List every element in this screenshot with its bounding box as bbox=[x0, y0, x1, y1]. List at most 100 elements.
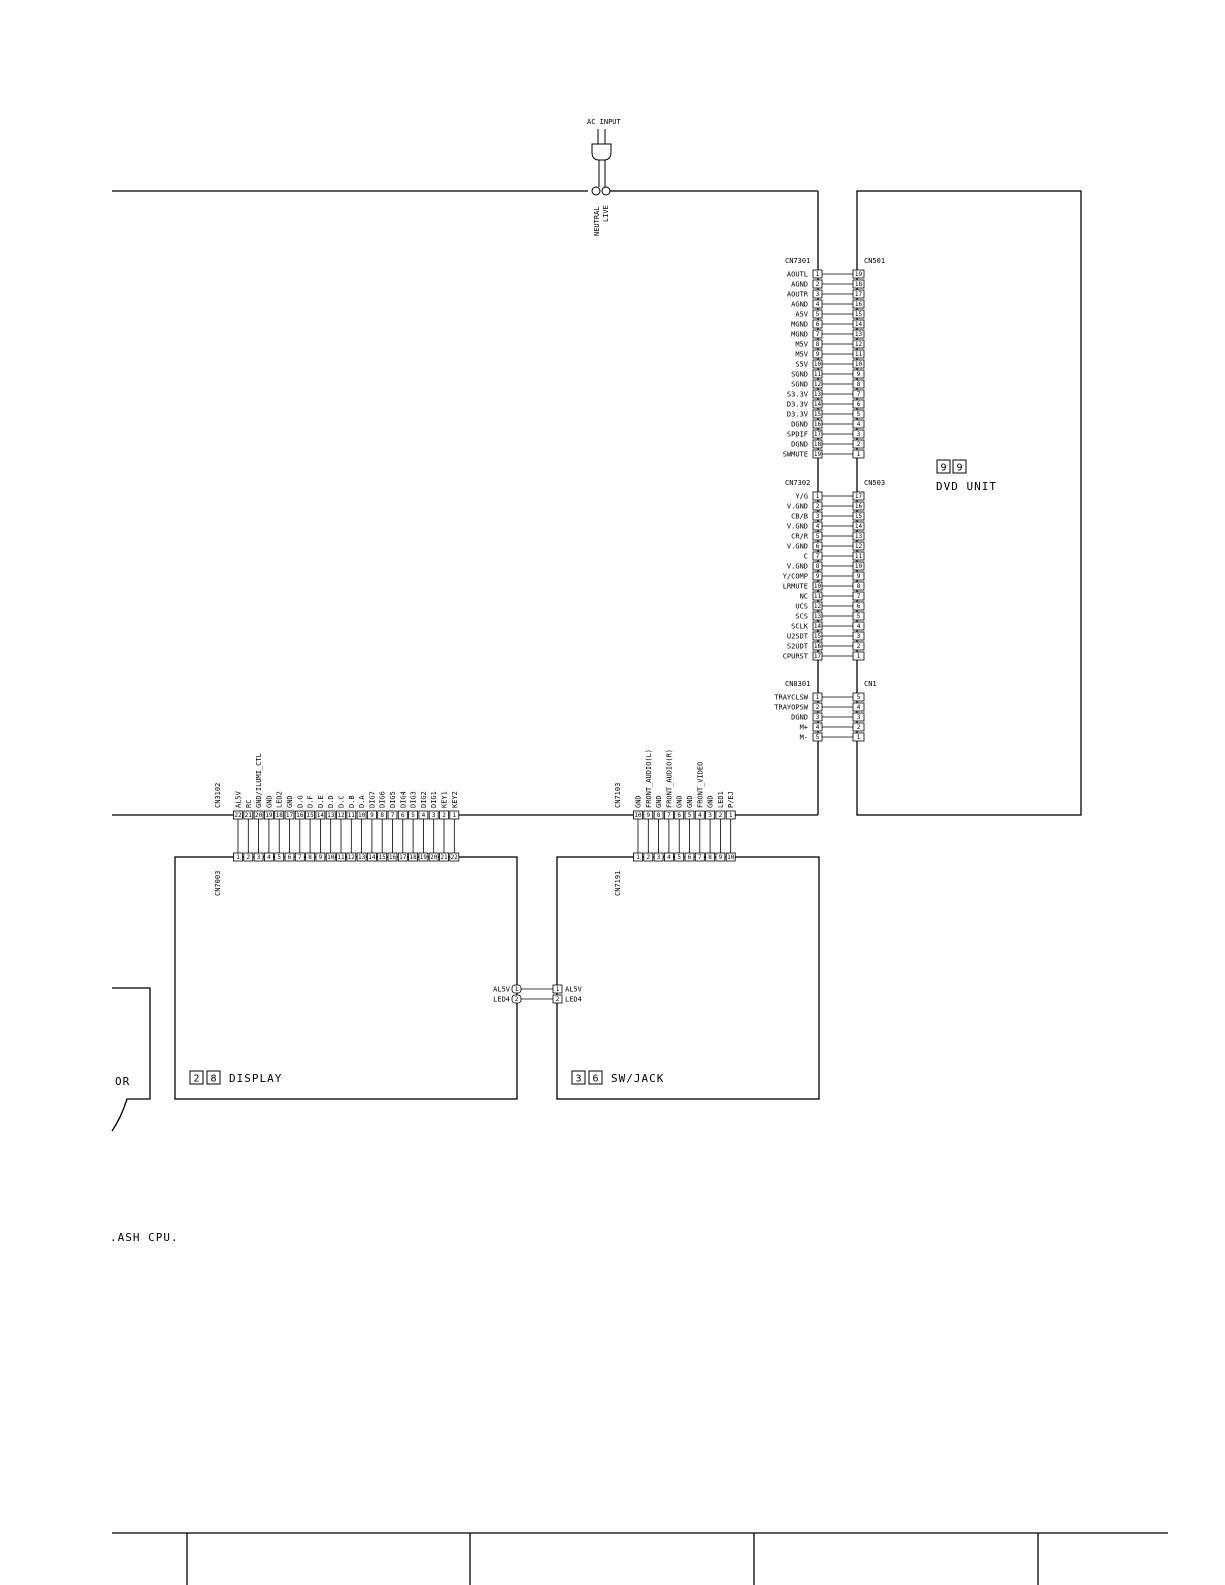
pin-number: 6 bbox=[288, 854, 292, 861]
pin-box bbox=[725, 852, 736, 862]
pin-signal-label: DIG5 bbox=[389, 791, 397, 808]
pin-number: 8 bbox=[657, 812, 661, 819]
cn7003-label: CN7003 bbox=[214, 871, 222, 896]
pin-box bbox=[852, 702, 865, 712]
pin-box bbox=[694, 852, 705, 862]
pin-number: 8 bbox=[816, 563, 820, 570]
pin-number: 9 bbox=[319, 854, 323, 861]
pin-number: 14 bbox=[814, 623, 822, 630]
pin-number: 17 bbox=[855, 291, 863, 298]
pin-number: 18 bbox=[409, 854, 417, 861]
pin-number: 7 bbox=[816, 553, 820, 560]
pin-box bbox=[684, 852, 695, 862]
pin-signal-label: M- bbox=[800, 734, 808, 742]
pin-signal-label: S3.3V bbox=[787, 391, 809, 399]
pin-box bbox=[852, 449, 865, 459]
pin-number: 8 bbox=[857, 583, 861, 590]
pin-number: 6 bbox=[401, 812, 405, 819]
pin-signal-label: DIG4 bbox=[399, 791, 407, 808]
pin-number: 13 bbox=[358, 854, 366, 861]
pin-signal-label: CR/R bbox=[791, 533, 809, 541]
pin-number: 3 bbox=[857, 431, 861, 438]
pin-signal-label: V.GND bbox=[787, 543, 808, 551]
pin-signal-label: DGND bbox=[791, 421, 808, 429]
pin-box bbox=[674, 852, 685, 862]
pin-number: 1 bbox=[857, 653, 861, 660]
pin-box bbox=[852, 732, 865, 742]
pin-number: 6 bbox=[677, 812, 681, 819]
pin-box bbox=[233, 852, 243, 862]
pin-number: 8 bbox=[708, 854, 712, 861]
pin-signal-label: D.D bbox=[327, 795, 335, 808]
pin-signal-label: P/EJ bbox=[727, 791, 735, 808]
pin-number: 14 bbox=[317, 812, 325, 819]
pin-signal-label: D.F bbox=[307, 795, 315, 808]
pin-number: 1 bbox=[857, 451, 861, 458]
pin-number: 22 bbox=[234, 812, 242, 819]
pin-number: 3 bbox=[816, 513, 820, 520]
pin-box bbox=[633, 852, 643, 862]
pin-box bbox=[852, 551, 865, 561]
pin-number: 10 bbox=[327, 854, 335, 861]
pin-signal-label: FRONT_AUDIO(L) bbox=[645, 749, 653, 808]
pin-number: 7 bbox=[857, 391, 861, 398]
pin-signal-label: GND bbox=[635, 795, 643, 808]
pin-box bbox=[294, 852, 305, 862]
pin-box bbox=[852, 501, 865, 511]
pin-number: 18 bbox=[276, 812, 284, 819]
pin-box bbox=[852, 521, 865, 531]
pin-number: 2 bbox=[646, 854, 650, 861]
pin-signal-label: AGND bbox=[791, 301, 808, 309]
cn7302-label: CN7302 bbox=[785, 479, 810, 487]
pin-signal-label: LED2 bbox=[276, 791, 284, 808]
pin-box bbox=[263, 852, 274, 862]
pin-number: 16 bbox=[814, 643, 822, 650]
pin-box bbox=[852, 722, 865, 732]
pin-number: 15 bbox=[306, 812, 314, 819]
pin-box bbox=[305, 852, 316, 862]
pin-signal-label: AGND bbox=[791, 281, 808, 289]
pin-number: 11 bbox=[337, 854, 345, 861]
pin-number: 9 bbox=[816, 351, 820, 358]
pin-box bbox=[852, 491, 865, 501]
pin-box bbox=[346, 852, 357, 862]
pin-signal-label: S2UDT bbox=[787, 643, 809, 651]
pin-number: 16 bbox=[296, 812, 304, 819]
pin-box bbox=[852, 561, 865, 571]
pin-number: 9 bbox=[857, 573, 861, 580]
pin-number: 10 bbox=[814, 361, 822, 368]
pin-number: 5 bbox=[688, 812, 692, 819]
pin-number: 7 bbox=[298, 854, 302, 861]
flash-cpu-fragment: .ASH CPU. bbox=[110, 1231, 179, 1244]
pin-number: 9 bbox=[816, 573, 820, 580]
pin-number: 20 bbox=[430, 854, 438, 861]
pin-number: 5 bbox=[816, 311, 820, 318]
pin-box bbox=[243, 852, 254, 862]
cn7103-label: CN7103 bbox=[614, 783, 622, 808]
pin-number: 10 bbox=[634, 812, 642, 819]
pin-number: 2 bbox=[246, 854, 250, 861]
pin-signal-label: SCS bbox=[795, 613, 808, 621]
link-left-number: 2 bbox=[515, 996, 519, 1003]
pin-number: 12 bbox=[337, 812, 345, 819]
pin-signal-label: Y/G bbox=[795, 493, 808, 501]
ac-input: AC INPUT NEUTRAL LIVE bbox=[587, 118, 622, 236]
pin-number: 8 bbox=[857, 381, 861, 388]
pin-box bbox=[852, 591, 865, 601]
pin-box bbox=[852, 319, 865, 329]
pin-box bbox=[852, 329, 865, 339]
pin-number: 13 bbox=[327, 812, 335, 819]
link-right-pin bbox=[552, 994, 563, 1004]
pin-box bbox=[852, 641, 865, 651]
pin-number: 3 bbox=[816, 291, 820, 298]
pin-signal-label: GND bbox=[707, 795, 715, 808]
pin-box bbox=[852, 359, 865, 369]
pin-number: 9 bbox=[370, 812, 374, 819]
pin-number: 4 bbox=[857, 421, 861, 428]
pin-box bbox=[852, 621, 865, 631]
pin-box bbox=[852, 369, 865, 379]
pin-number: 7 bbox=[698, 854, 702, 861]
